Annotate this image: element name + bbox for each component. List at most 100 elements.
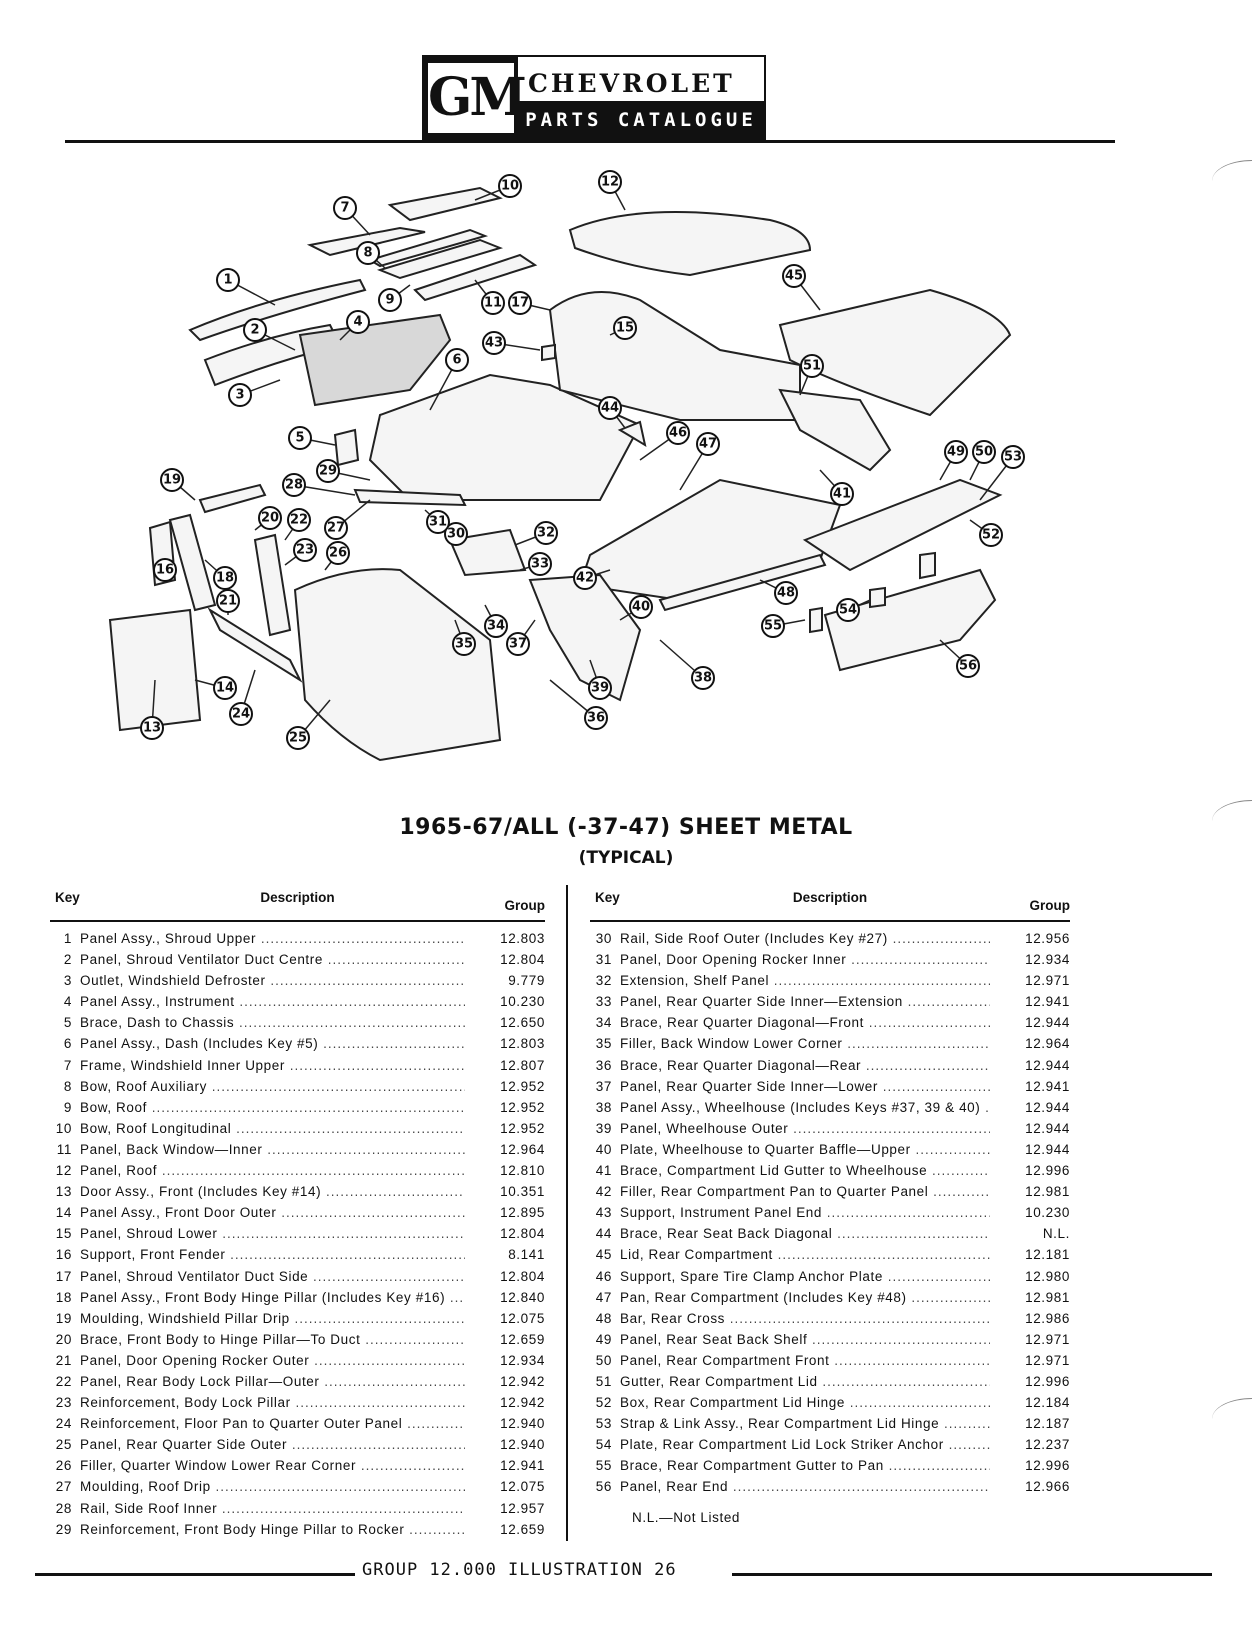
row-group: 12.941 (500, 1458, 545, 1474)
callout-number: 2 (250, 323, 259, 338)
callout-circle (288, 426, 312, 450)
callout-circle (153, 558, 177, 582)
callout-circle (613, 316, 637, 340)
row-group: 12.940 (500, 1437, 545, 1453)
row-description: Panel Assy., Wheelhouse (Includes Keys #… (620, 1097, 990, 1118)
callout-25: 25 (286, 699, 331, 750)
row-group: 12.944 (1025, 1015, 1070, 1031)
row-key: 10 (55, 1120, 72, 1136)
callout-43: 43 (482, 331, 541, 355)
callout-number: 43 (485, 336, 503, 351)
row-group: 12.940 (500, 1416, 545, 1432)
row-group: 12.944 (1025, 1057, 1070, 1073)
row-description: Moulding, Roof Drip (80, 1476, 465, 1497)
row-key: 32 (595, 973, 612, 989)
gm-logo: GM (424, 57, 527, 139)
callout-circle (629, 595, 653, 619)
callout-number: 18 (216, 571, 234, 586)
table-divider (566, 885, 568, 1541)
row-group: 12.659 (500, 1331, 545, 1347)
row-description: Support, Front Fender (80, 1244, 465, 1265)
row-group: 12.964 (500, 1141, 545, 1157)
callout-circle (598, 396, 622, 420)
row-key: 52 (595, 1395, 612, 1411)
row-group: 12.981 (1025, 1184, 1070, 1200)
callout-3: 3 (228, 379, 281, 407)
callout-circle (326, 541, 350, 565)
callout-56: 56 (939, 639, 980, 678)
callout-circle (836, 598, 860, 622)
callout-20: 20 (254, 506, 282, 531)
row-group: 12.934 (500, 1352, 545, 1368)
row-group: 12.971 (1025, 1331, 1070, 1347)
page-header: GM CHEVROLET PARTS CATALOGUE (0, 0, 1252, 150)
callout-circle (979, 523, 1003, 547)
side-roof-rail-shape (353, 488, 467, 507)
callout-circle (584, 706, 608, 730)
row-key: 7 (63, 1057, 72, 1073)
callout-55: 55 (761, 614, 806, 638)
row-description: Bow, Roof (80, 1097, 465, 1118)
callout-32: 32 (514, 521, 558, 546)
callout-26: 26 (324, 541, 350, 571)
roof-panel-shape (568, 211, 812, 277)
row-key: 34 (595, 1015, 612, 1031)
row-key: 20 (55, 1331, 72, 1347)
small-bracket-54-shape (869, 586, 886, 609)
row-group: 12.942 (500, 1373, 545, 1389)
row-description: Plate, Rear Compartment Lid Lock Striker… (620, 1434, 990, 1455)
callout-53: 53 (979, 445, 1025, 501)
callout-number: 16 (156, 563, 174, 578)
callout-number: 40 (632, 600, 650, 615)
row-description: Filler, Rear Compartment Pan to Quarter … (620, 1181, 990, 1202)
callout-number: 11 (484, 296, 502, 311)
callout-circle (972, 440, 996, 464)
scan-edge-mark (1212, 1398, 1252, 1419)
shroud-upper-shape (188, 278, 367, 342)
row-key: 30 (595, 931, 612, 946)
row-description: Gutter, Rear Compartment Lid (620, 1371, 990, 1392)
callout-circle (243, 318, 267, 342)
callout-circle (830, 482, 854, 506)
row-key: 29 (55, 1521, 72, 1537)
row-key: 44 (595, 1226, 612, 1242)
row-group: 12.971 (1025, 973, 1070, 989)
table-header: Key Description Group (50, 884, 545, 922)
row-group: 12.075 (500, 1310, 545, 1326)
row-group: 12.996 (1025, 1163, 1070, 1179)
row-key: 45 (595, 1247, 612, 1263)
row-group: 12.075 (500, 1479, 545, 1495)
callout-number: 48 (777, 586, 795, 601)
row-group: 12.895 (500, 1205, 545, 1221)
back-window-inner-shape (413, 253, 538, 302)
lock-pillar-shape (253, 533, 292, 637)
callout-51: 51 (799, 354, 824, 396)
callout-45: 45 (782, 264, 821, 311)
row-group: 12.996 (1025, 1458, 1070, 1474)
row-key: 22 (55, 1373, 72, 1389)
callout-number: 14 (216, 681, 234, 696)
row-description: Support, Spare Tire Clamp Anchor Plate (620, 1266, 990, 1287)
row-description: Extension, Shelf Panel (620, 970, 990, 991)
row-key: 16 (55, 1247, 72, 1263)
callout-46: 46 (639, 421, 690, 461)
row-key: 42 (595, 1184, 612, 1200)
row-group: N.L. (1042, 1226, 1070, 1242)
row-group: 12.941 (1025, 1078, 1070, 1094)
callout-number: 22 (290, 513, 308, 528)
callout-circle (378, 288, 402, 312)
row-group: 12.944 (1025, 1120, 1070, 1136)
callout-28: 28 (282, 473, 356, 497)
